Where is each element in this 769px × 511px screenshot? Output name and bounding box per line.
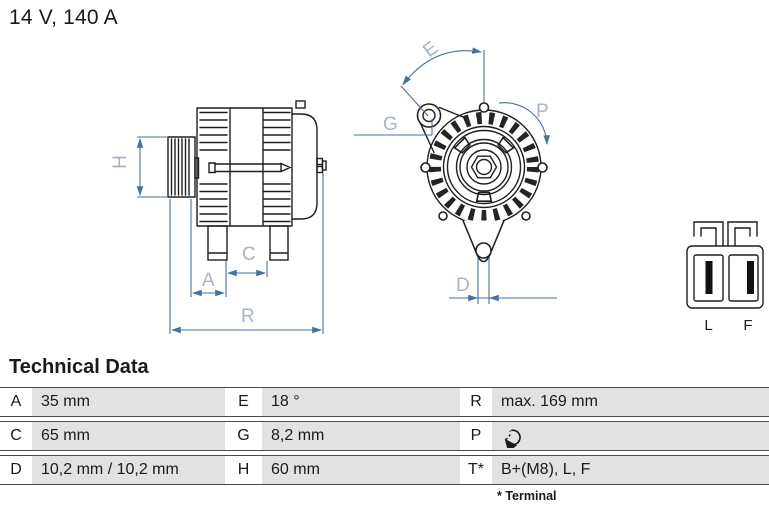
rotation-direction-cell <box>492 422 769 450</box>
mounting-feet <box>207 225 289 261</box>
dim-value: 8,2 mm <box>262 422 460 450</box>
dim-label-r: R <box>241 306 255 327</box>
table-row: A 35 mm E 18 ° R max. 169 mm <box>0 387 769 417</box>
product-spec-title: 14 V, 140 A <box>9 6 118 29</box>
dim-key: D <box>0 456 32 484</box>
vent-slots-ring <box>429 112 539 222</box>
dim-value: max. 169 mm <box>492 388 769 416</box>
dimension-d: D <box>449 258 557 304</box>
dimension-c: C <box>226 244 268 277</box>
dim-label-h: H <box>110 155 131 169</box>
dim-label-a: A <box>202 270 215 291</box>
dim-label-e: E <box>419 37 442 61</box>
dim-key: G <box>225 422 262 450</box>
dim-key: R <box>460 388 492 416</box>
dim-label-d: D <box>456 275 470 296</box>
top-bolt-hole <box>478 102 490 113</box>
connector-clip <box>693 221 758 247</box>
dim-key: H <box>225 456 262 484</box>
rear-cover <box>291 113 327 220</box>
table-row: C 65 mm G 8,2 mm P <box>0 421 769 451</box>
rotation-direction-clockwise-icon <box>504 429 521 450</box>
section-heading: Technical Data <box>9 356 149 378</box>
dim-value: 35 mm <box>32 388 225 416</box>
front-view: E G P D <box>354 37 557 304</box>
pulley <box>167 136 200 198</box>
housing <box>196 100 306 227</box>
connector-pin-f-label: F <box>743 317 752 334</box>
table-row: D 10,2 mm / 10,2 mm H 60 mm T* B+(M8), L… <box>0 455 769 485</box>
mounting-ear <box>416 103 464 154</box>
dim-value: 10,2 mm / 10,2 mm <box>32 456 225 484</box>
dim-label-c: C <box>242 244 256 265</box>
dim-value: 65 mm <box>32 422 225 450</box>
dim-label-g: G <box>383 114 398 135</box>
dim-value: B+(M8), L, F <box>492 456 769 484</box>
terminal-blade-l <box>705 261 713 294</box>
dim-value: 18 ° <box>262 388 460 416</box>
dim-key: C <box>0 422 32 450</box>
dim-label-p: P <box>536 101 549 122</box>
dim-value: 60 mm <box>262 456 460 484</box>
connector-view: L F <box>686 221 764 334</box>
alternator-technical-drawing: H A C R <box>110 37 764 334</box>
bottom-lug <box>462 220 505 263</box>
dim-key: T* <box>460 456 492 484</box>
dim-key: A <box>0 388 32 416</box>
shaft-hex-nut <box>470 155 498 179</box>
terminal-blade-f <box>747 261 754 294</box>
technical-data-table: A 35 mm E 18 ° R max. 169 mm C 65 mm G 8… <box>0 387 769 489</box>
dimension-e: E <box>400 37 485 117</box>
dimension-p: P <box>498 101 550 146</box>
dim-key: E <box>225 388 262 416</box>
terminal-footnote: * Terminal <box>497 489 557 503</box>
connector-pin-l-label: L <box>704 317 712 334</box>
dimension-g: G <box>354 114 433 136</box>
dimension-h: H <box>110 136 168 198</box>
dim-key: P <box>460 422 492 450</box>
side-view: H A C R <box>110 100 327 334</box>
dimension-a: A <box>190 199 227 297</box>
dimension-r: R <box>169 173 324 334</box>
